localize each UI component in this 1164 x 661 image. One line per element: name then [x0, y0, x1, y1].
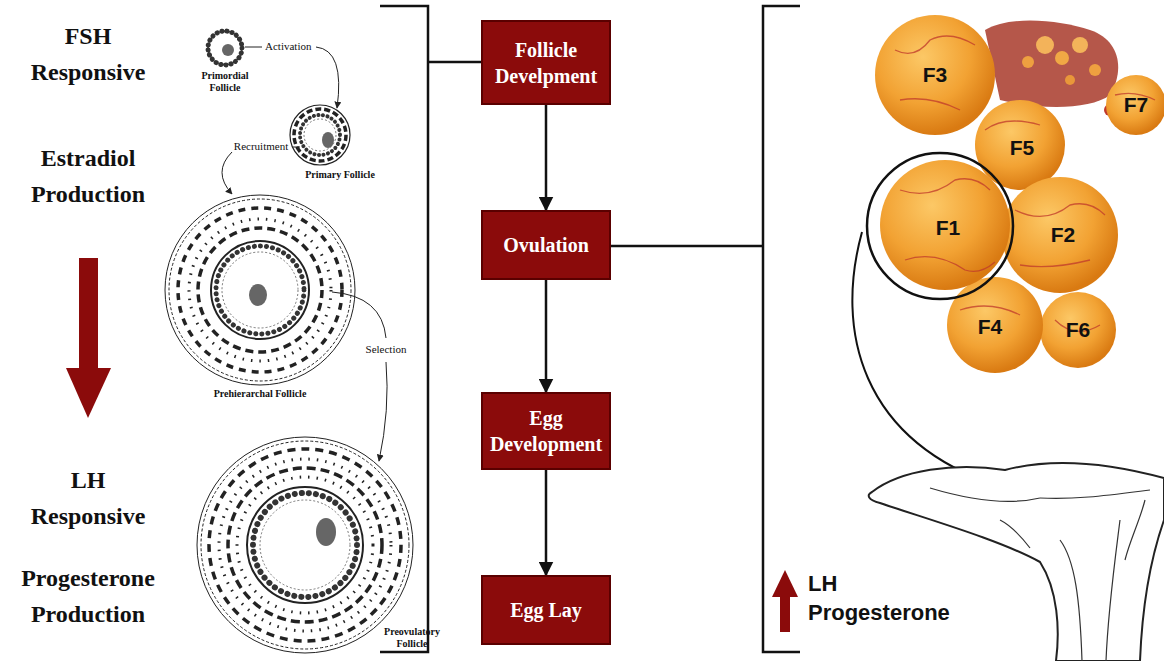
primordial-follicle: [208, 31, 242, 65]
infundibulum: [869, 463, 1164, 661]
callout-number: F3: [910, 62, 960, 87]
callout-number: F6: [1053, 317, 1103, 342]
ovulation-arrow: [852, 232, 998, 486]
step-label: Selection: [356, 343, 416, 356]
follicle-caption: Prehierarchal Follicle: [212, 388, 308, 400]
process-box: Egg Development: [481, 392, 611, 470]
step-label: Activation: [265, 40, 325, 53]
side-heading: FSH Responsive: [13, 18, 163, 90]
step-label: Recruitment: [230, 140, 292, 153]
callout-number: F2: [1038, 222, 1088, 247]
down-arrow: [66, 258, 111, 418]
flow-arrow: [545, 105, 548, 210]
callout-number: F7: [1111, 92, 1161, 117]
box-text: Egg Lay: [487, 597, 605, 623]
follicle-caption: Primary Follicle: [300, 169, 380, 181]
callout-number: F1: [923, 215, 973, 240]
prehierarchal-follicle: [165, 195, 355, 385]
primary-follicle: [290, 105, 350, 165]
bracket: [380, 6, 800, 652]
follicle-caption: Primordial Follicle: [190, 70, 260, 94]
box-text: Follicle Develpment: [487, 37, 605, 89]
side-heading: Progesterone Production: [13, 560, 163, 632]
side-heading: LH Responsive: [13, 462, 163, 534]
process-box: Ovulation: [481, 210, 611, 280]
box-text: Ovulation: [487, 232, 605, 258]
flow-arrow: [545, 470, 548, 575]
process-box: Follicle Develpment: [481, 20, 611, 105]
side-heading: Estradiol Production: [13, 140, 163, 212]
ovary-photo: [867, 15, 1164, 373]
follicle-caption: Preovulatory Follicle: [372, 626, 452, 650]
box-text: Egg Development: [487, 405, 605, 457]
preovulatory-follicle: [197, 437, 413, 653]
hormone-label: LH Progesterone: [808, 570, 958, 627]
process-box: Egg Lay: [481, 575, 611, 645]
callout-number: F5: [997, 135, 1047, 160]
flow-arrow: [545, 280, 548, 392]
callout-number: F4: [965, 314, 1015, 339]
up-arrow: [772, 570, 798, 632]
